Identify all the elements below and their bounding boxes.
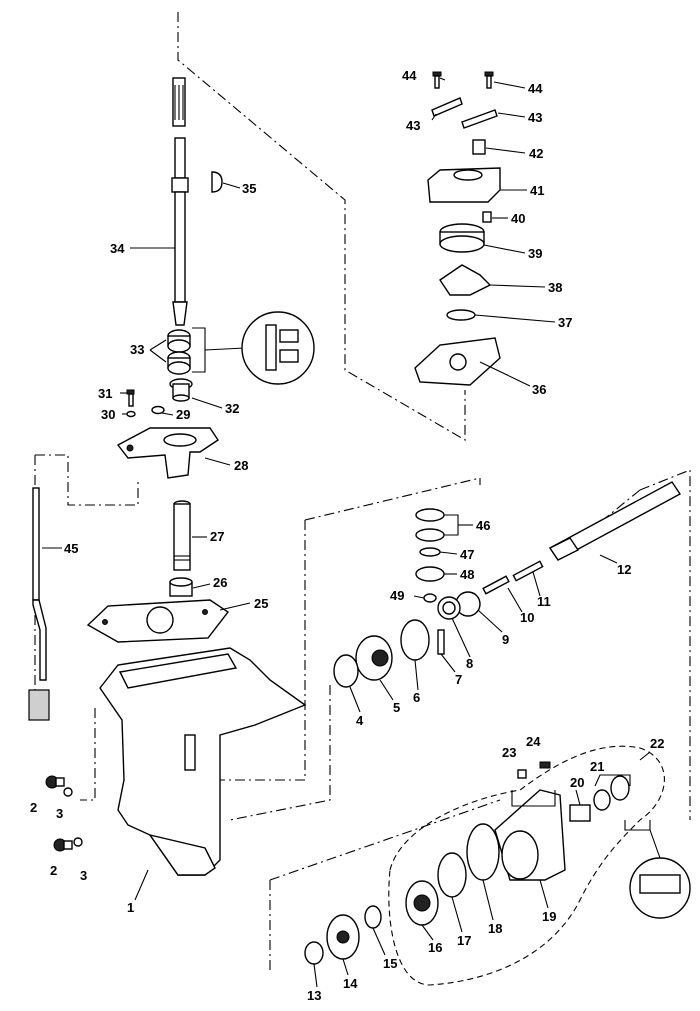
housing-top-parts [126, 378, 193, 418]
label-40: 40 [511, 211, 525, 226]
label-20: 20 [570, 775, 584, 790]
part-labels: 1 2 2 3 3 4 5 6 7 8 9 10 11 12 13 14 15 … [30, 68, 664, 1003]
drive-shaft-housing [116, 427, 219, 479]
label-31: 31 [98, 386, 112, 401]
label-14: 14 [343, 976, 358, 991]
label-18: 18 [488, 921, 502, 936]
label-16: 16 [428, 940, 442, 955]
drain-plugs [45, 775, 83, 852]
label-45: 45 [64, 541, 78, 556]
label-44a: 44 [402, 68, 417, 83]
leader-lines [42, 77, 661, 988]
label-29: 29 [176, 407, 190, 422]
label-36: 36 [532, 382, 546, 397]
label-35: 35 [242, 181, 256, 196]
label-37: 37 [558, 315, 572, 330]
drive-shaft [171, 77, 223, 326]
label-28: 28 [234, 458, 248, 473]
label-10: 10 [520, 610, 534, 625]
bearing-carrier-assembly [304, 761, 691, 965]
label-4: 4 [356, 713, 364, 728]
label-26: 26 [213, 575, 227, 590]
label-44b: 44 [528, 81, 543, 96]
water-pump-parts [414, 71, 501, 386]
label-5: 5 [393, 700, 400, 715]
label-24: 24 [526, 734, 541, 749]
prop-shaft-assembly [333, 481, 682, 688]
label-22: 22 [650, 736, 664, 751]
label-23: 23 [502, 745, 516, 760]
label-8: 8 [466, 656, 473, 671]
label-7: 7 [455, 672, 462, 687]
label-38: 38 [548, 280, 562, 295]
label-3b: 3 [80, 868, 87, 883]
label-43a: 43 [406, 118, 420, 133]
label-46: 46 [476, 518, 490, 533]
label-11: 11 [537, 594, 551, 609]
label-2b: 2 [50, 863, 57, 878]
label-13: 13 [307, 988, 321, 1003]
shift-rod [28, 487, 50, 721]
label-42: 42 [529, 146, 543, 161]
gearcase [99, 647, 307, 876]
label-27: 27 [210, 529, 224, 544]
label-17: 17 [457, 933, 471, 948]
label-3a: 3 [56, 806, 63, 821]
label-43b: 43 [528, 110, 542, 125]
gasket [86, 599, 230, 643]
label-49: 49 [390, 588, 404, 603]
label-25: 25 [254, 596, 268, 611]
label-12: 12 [617, 562, 631, 577]
label-21: 21 [590, 759, 604, 774]
label-41: 41 [530, 183, 544, 198]
label-30: 30 [101, 407, 115, 422]
label-32: 32 [225, 401, 239, 416]
label-9: 9 [502, 632, 509, 647]
label-47: 47 [460, 547, 474, 562]
water-tube [169, 500, 193, 597]
label-34: 34 [110, 241, 125, 256]
label-6: 6 [413, 690, 420, 705]
label-33: 33 [130, 342, 144, 357]
label-2a: 2 [30, 800, 37, 815]
assembly-boundary-lines [34, 12, 691, 986]
label-15: 15 [383, 956, 397, 971]
label-48: 48 [460, 567, 474, 582]
upper-bearings [167, 311, 315, 385]
label-1: 1 [127, 900, 134, 915]
label-19: 19 [542, 909, 556, 924]
label-39: 39 [528, 246, 542, 261]
